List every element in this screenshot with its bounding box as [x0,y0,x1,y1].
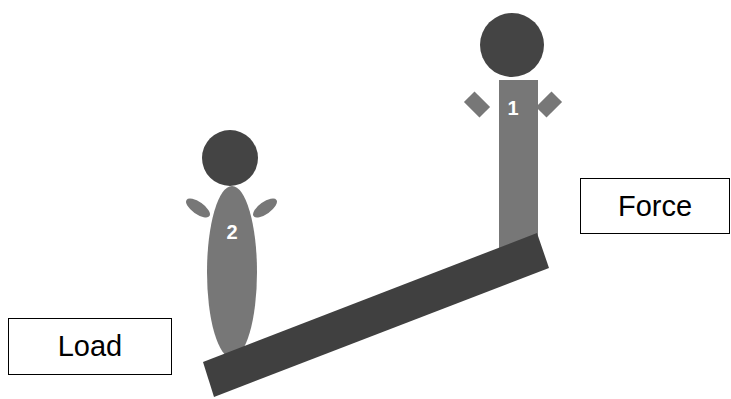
figure-one [464,13,562,248]
label-box: Load [8,318,172,375]
figure-head [202,130,258,186]
figure-arm [536,91,562,117]
callout-number: 1 [507,97,518,120]
box-label: Force [618,190,692,223]
figure-two [183,130,280,358]
callout-number: 2 [226,221,237,244]
figure-arm [464,91,490,117]
figure-body [207,186,257,358]
figure-arm [183,195,213,221]
figure-body [499,80,538,248]
label-box: Force [580,178,730,234]
figure-arm [250,195,280,221]
lever-plank [203,233,549,397]
figure-head [480,13,544,77]
box-label: Load [58,330,123,363]
